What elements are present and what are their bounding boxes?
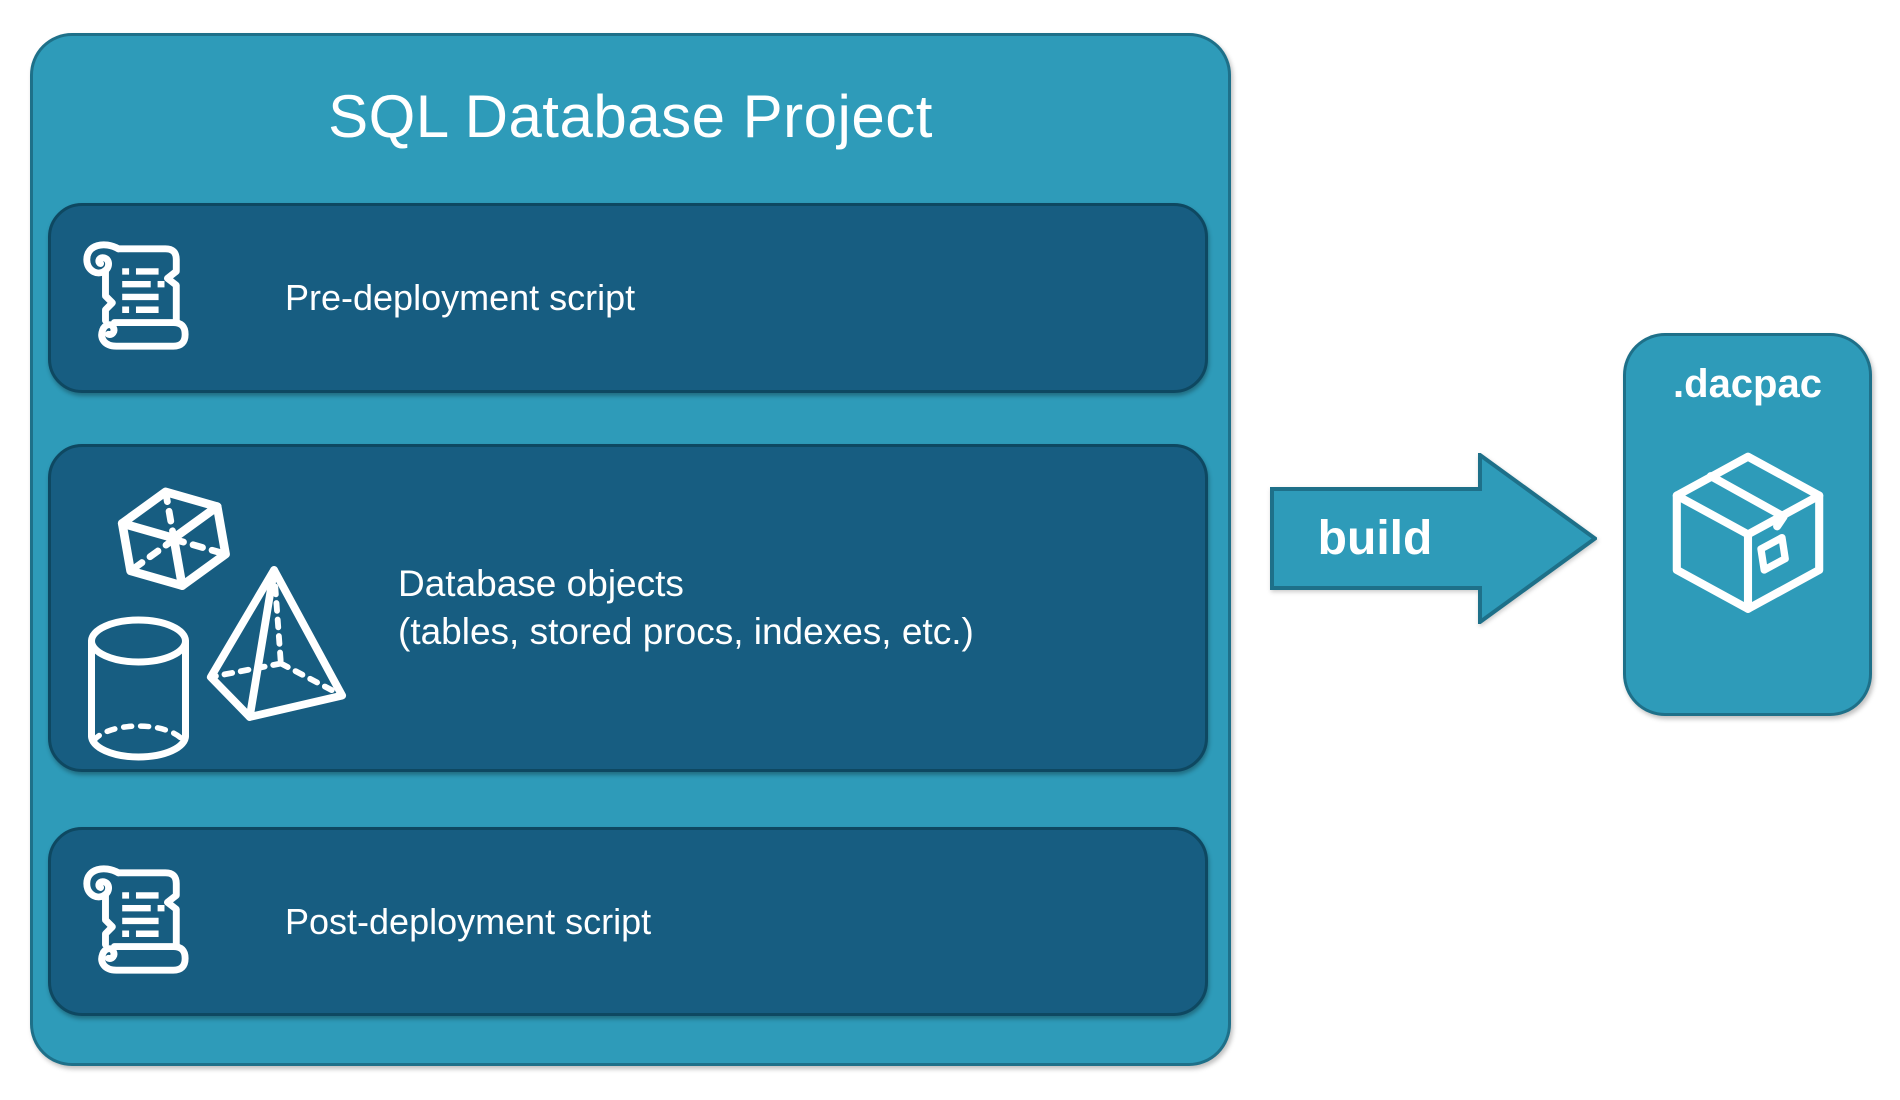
sql-database-project-container: SQL Database Project Pre-deployment scri… [30,33,1231,1066]
database-objects-line2: (tables, stored procs, indexes, etc.) [398,611,974,652]
database-objects-box: Database objects (tables, stored procs, … [48,444,1208,772]
build-label: build [1317,512,1433,565]
cylinder-icon [88,616,189,761]
dacpac-label: .dacpac [1673,362,1822,406]
scroll-icon [83,241,189,350]
scroll-icon [83,865,189,974]
arrow-shape [1270,453,1597,624]
pre-deployment-label: Pre-deployment script [285,277,636,318]
project-title: SQL Database Project [328,82,933,150]
database-objects-label: Database objects (tables, stored procs, … [398,447,974,769]
cube-icon [117,487,230,590]
pre-deployment-box: Pre-deployment script [48,203,1208,393]
pyramid-icon [206,566,347,721]
package-icon [1672,452,1823,613]
dacpac-box: .dacpac [1623,333,1872,716]
post-deployment-label: Post-deployment script [285,900,652,942]
database-objects-line1: Database objects [398,563,684,604]
post-deployment-box: Post-deployment script [48,827,1208,1016]
build-arrow: build [1270,453,1597,624]
